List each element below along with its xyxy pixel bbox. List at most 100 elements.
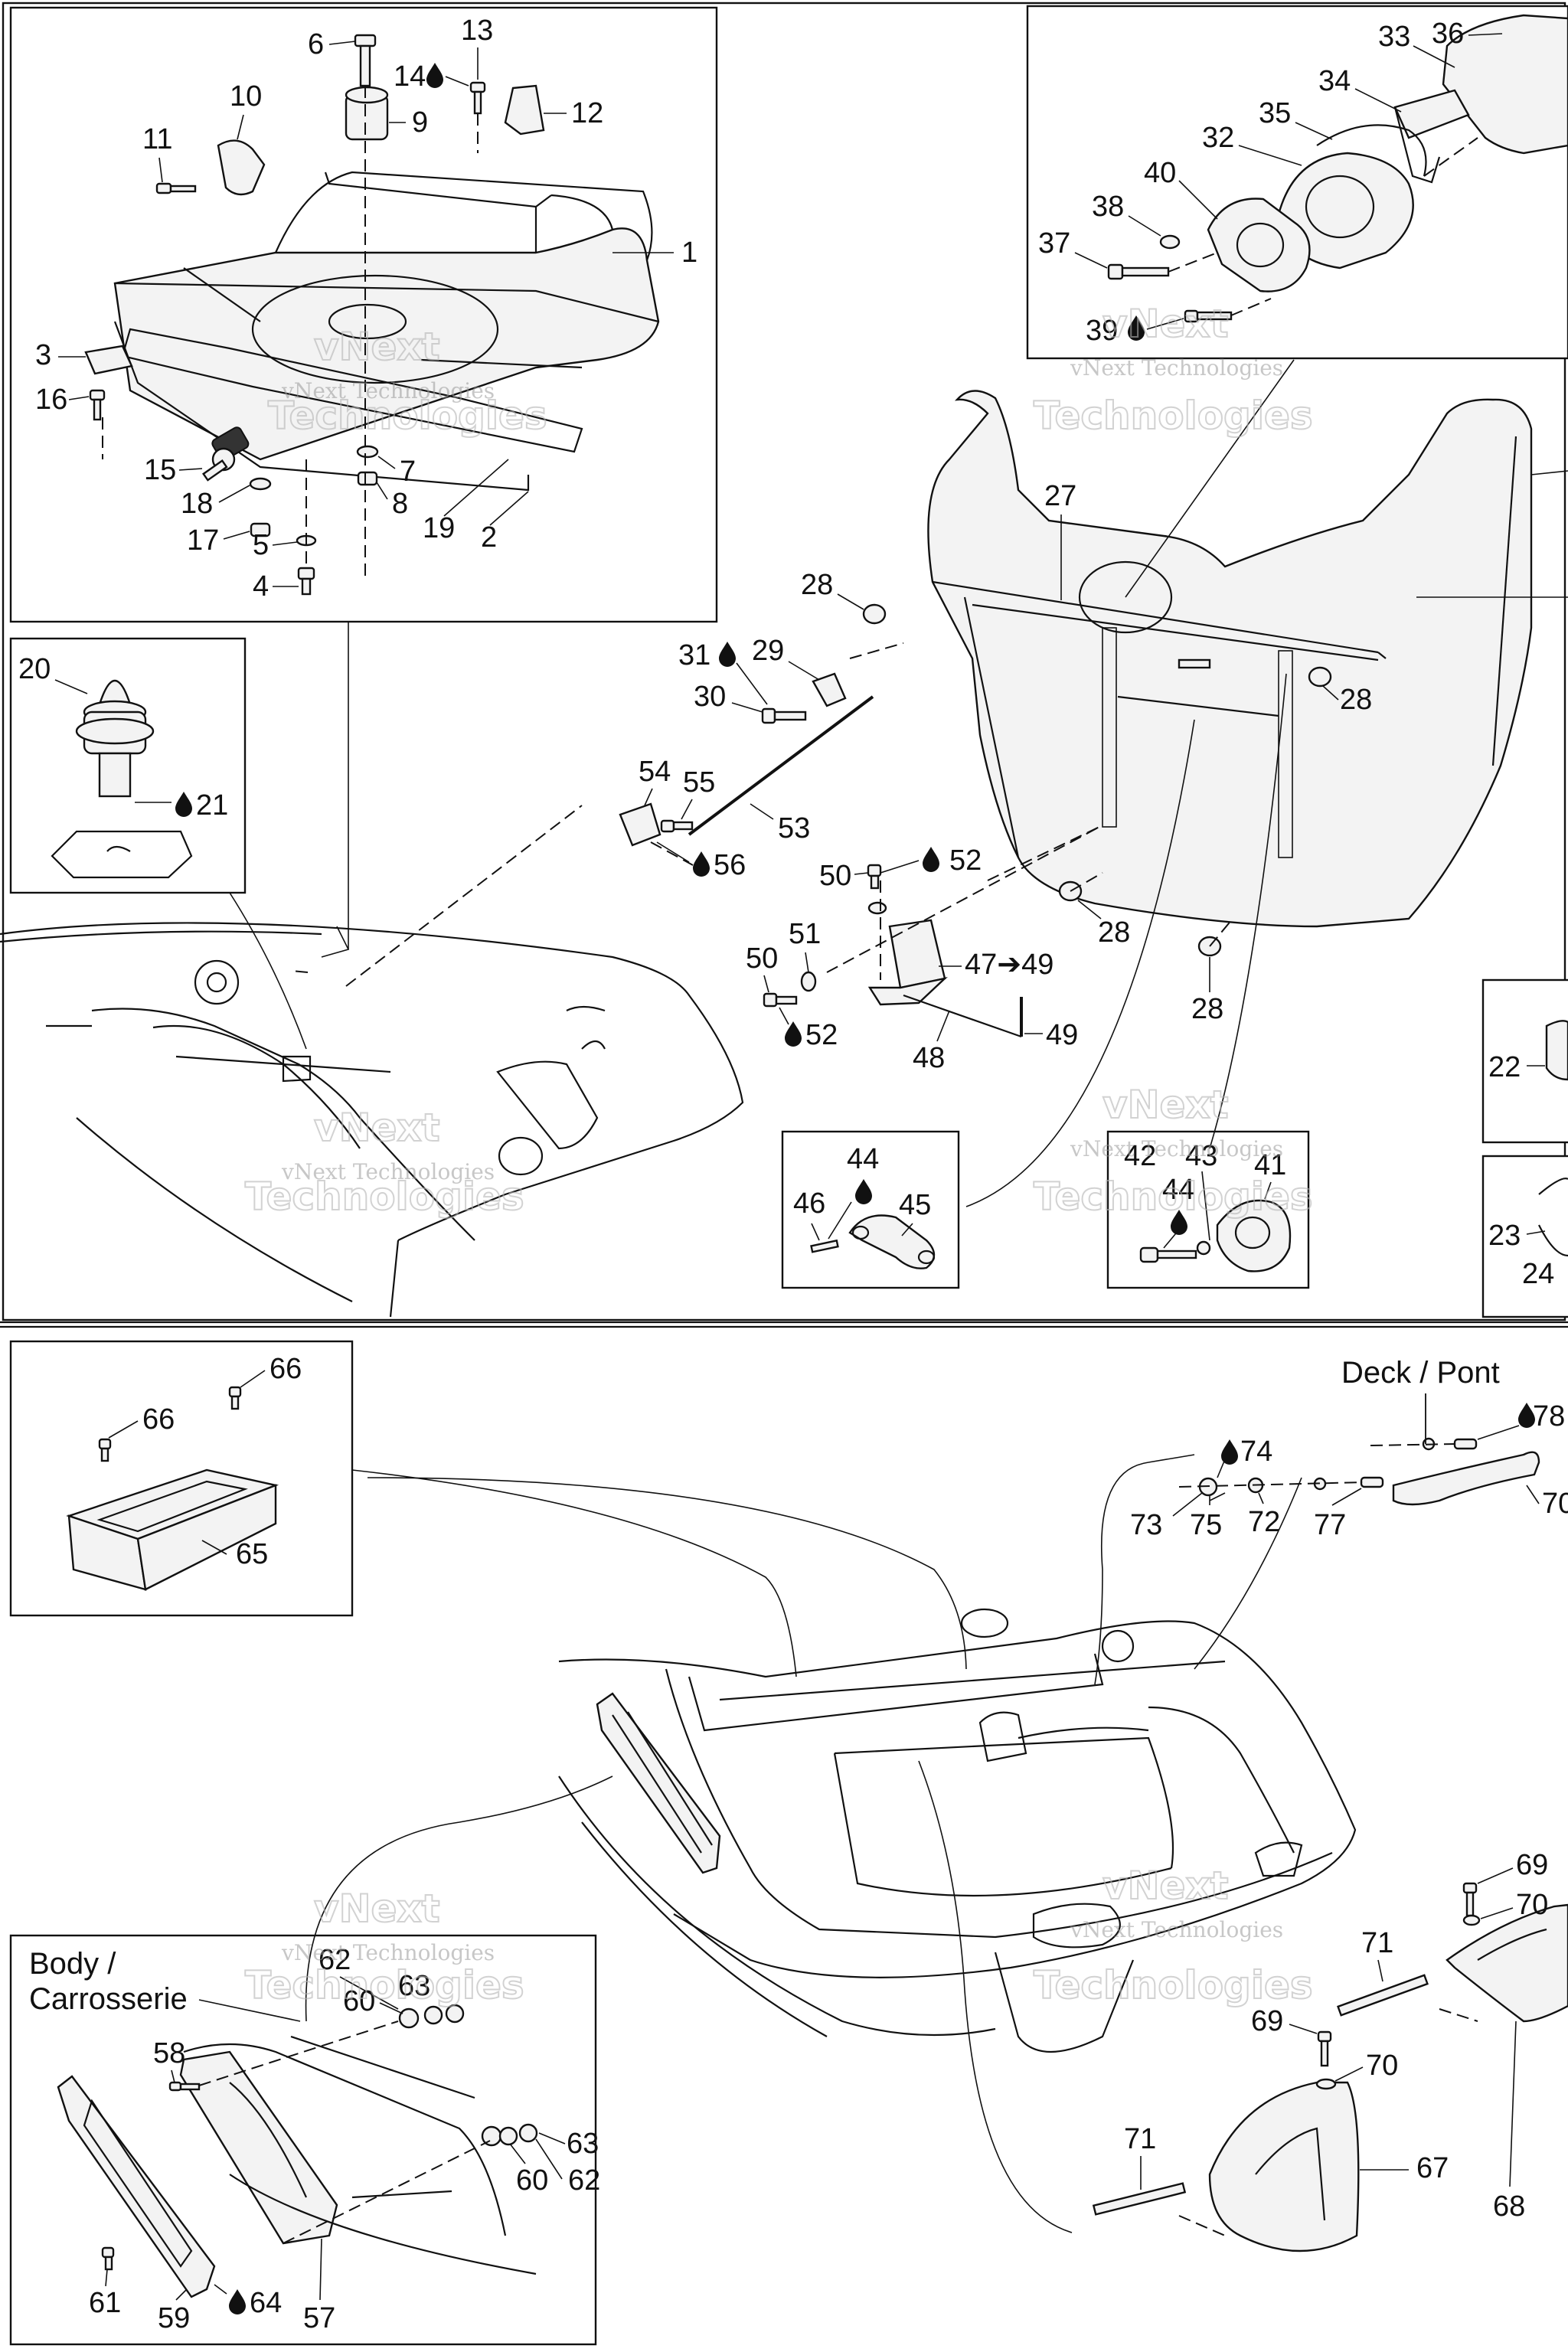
watermark-text: vNext Technologies bbox=[281, 1940, 495, 1965]
label-4: 4 bbox=[253, 570, 269, 603]
glove-box-65 bbox=[66, 1386, 279, 1591]
label-44-clip: 44 bbox=[1162, 1174, 1194, 1206]
label-15: 15 bbox=[144, 454, 176, 486]
label-10: 10 bbox=[230, 80, 262, 113]
label-59: 59 bbox=[158, 2302, 190, 2334]
strip-71-lower bbox=[1092, 2182, 1187, 2216]
rear-box-27 bbox=[927, 390, 1533, 928]
label-66-right: 66 bbox=[270, 1353, 302, 1385]
label-62-lower: 62 bbox=[568, 2164, 600, 2197]
label-5: 5 bbox=[253, 529, 269, 561]
vehicle-rear-body bbox=[558, 1608, 1357, 2053]
label-22: 22 bbox=[1488, 1051, 1521, 1083]
hardware-stack-4-5 bbox=[296, 534, 317, 596]
label-75: 75 bbox=[1190, 1509, 1222, 1541]
watermark-outline: Technologies bbox=[268, 394, 547, 438]
pin-48 bbox=[903, 994, 1022, 1038]
label-8: 8 bbox=[392, 488, 408, 520]
watermark-text: vNext Technologies bbox=[1070, 1917, 1283, 1942]
label-28-b: 28 bbox=[1340, 684, 1372, 716]
label-16: 16 bbox=[35, 384, 67, 416]
label-38: 38 bbox=[1092, 191, 1124, 223]
side-cover-67 bbox=[1208, 2081, 1360, 2252]
label-32: 32 bbox=[1202, 122, 1234, 154]
label-74: 74 bbox=[1240, 1436, 1272, 1468]
caption-body-line1: Body / bbox=[29, 1947, 116, 1981]
watermark-text: vNext Technologies bbox=[281, 1159, 495, 1184]
captions: Deck / Pont Body / Carrosserie bbox=[29, 1356, 1500, 2022]
label-58: 58 bbox=[153, 2037, 185, 2069]
watermark-outline: Technologies bbox=[1034, 1174, 1313, 1219]
label-50-upper: 50 bbox=[819, 860, 851, 892]
strap-detail bbox=[810, 1214, 936, 1269]
label-78: 78 bbox=[1533, 1400, 1565, 1432]
label-27: 27 bbox=[1044, 480, 1076, 512]
label-52-upper: 52 bbox=[949, 844, 982, 877]
screw-30 bbox=[761, 707, 807, 724]
label-33: 33 bbox=[1378, 21, 1410, 53]
rear-box-assembly bbox=[290, 390, 1533, 1038]
label-73: 73 bbox=[1130, 1509, 1162, 1541]
label-34: 34 bbox=[1318, 65, 1351, 97]
washer-38 bbox=[1159, 234, 1181, 250]
label-31: 31 bbox=[678, 639, 710, 671]
rod-53 bbox=[688, 695, 874, 836]
label-21: 21 bbox=[196, 789, 228, 822]
screw-55 bbox=[660, 819, 694, 833]
leader-lines-bottom bbox=[305, 1393, 1426, 2233]
handle-housing-36 bbox=[1442, 14, 1568, 155]
tray-gasket-19 bbox=[121, 328, 583, 453]
side-cover-68 bbox=[1446, 1903, 1568, 2023]
label-62-upper: 62 bbox=[318, 1944, 351, 1976]
label-71-lower: 71 bbox=[1124, 2123, 1156, 2155]
label-35: 35 bbox=[1259, 97, 1291, 129]
label-18: 18 bbox=[181, 488, 213, 520]
label-48: 48 bbox=[913, 1042, 945, 1074]
vehicle-rear-cowl bbox=[0, 922, 744, 1318]
tray-round-recess bbox=[251, 274, 499, 384]
label-9: 9 bbox=[412, 106, 428, 139]
cowl-grommet bbox=[194, 959, 240, 1005]
clip-detail bbox=[1139, 1199, 1292, 1272]
watermark-outline: Technologies bbox=[1034, 394, 1313, 438]
watermark-outline: vNext bbox=[1102, 1083, 1229, 1127]
label-28-a: 28 bbox=[801, 569, 833, 601]
watermark-outline: vNext bbox=[1102, 302, 1229, 346]
label-53: 53 bbox=[778, 812, 810, 844]
label-6: 6 bbox=[308, 28, 324, 60]
label-30: 30 bbox=[694, 681, 726, 713]
watermark-outline: Technologies bbox=[1034, 1963, 1313, 2007]
bracket-12 bbox=[504, 84, 545, 136]
vent-frame-59 bbox=[57, 2075, 216, 2298]
label-49: 49 bbox=[1046, 1019, 1078, 1051]
label-42: 42 bbox=[1124, 1140, 1156, 1172]
screw-66-a bbox=[98, 1438, 112, 1462]
watermark-outline: vNext bbox=[1102, 1864, 1229, 1908]
label-51: 51 bbox=[789, 918, 821, 950]
label-52-lower: 52 bbox=[805, 1019, 838, 1051]
label-66-left: 66 bbox=[142, 1403, 175, 1436]
label-11: 11 bbox=[142, 123, 172, 155]
plug-28-b bbox=[1308, 666, 1332, 688]
screw-69-right bbox=[1462, 1882, 1478, 1917]
cover-part-3 bbox=[84, 345, 133, 375]
rubber-bumper-9 bbox=[345, 86, 389, 141]
label-29: 29 bbox=[752, 635, 784, 667]
plate-54 bbox=[619, 802, 662, 847]
label-40: 40 bbox=[1144, 157, 1176, 189]
label-1: 1 bbox=[681, 237, 697, 269]
screw-50-upper bbox=[867, 864, 882, 890]
label-72: 72 bbox=[1248, 1506, 1280, 1538]
storage-tray-assembly bbox=[84, 34, 660, 596]
label-28-d: 28 bbox=[1191, 993, 1223, 1025]
hardware-stack-17-18 bbox=[249, 477, 272, 537]
label-56: 56 bbox=[714, 849, 746, 881]
watermark-outline: Technologies bbox=[245, 1174, 524, 1219]
label-28-c: 28 bbox=[1098, 916, 1130, 949]
label-36: 36 bbox=[1432, 18, 1464, 50]
label-3: 3 bbox=[35, 339, 51, 371]
label-12: 12 bbox=[571, 97, 603, 129]
label-67: 67 bbox=[1416, 2152, 1449, 2184]
watermark-text: vNext Technologies bbox=[1070, 355, 1283, 381]
label-46: 46 bbox=[793, 1187, 825, 1220]
